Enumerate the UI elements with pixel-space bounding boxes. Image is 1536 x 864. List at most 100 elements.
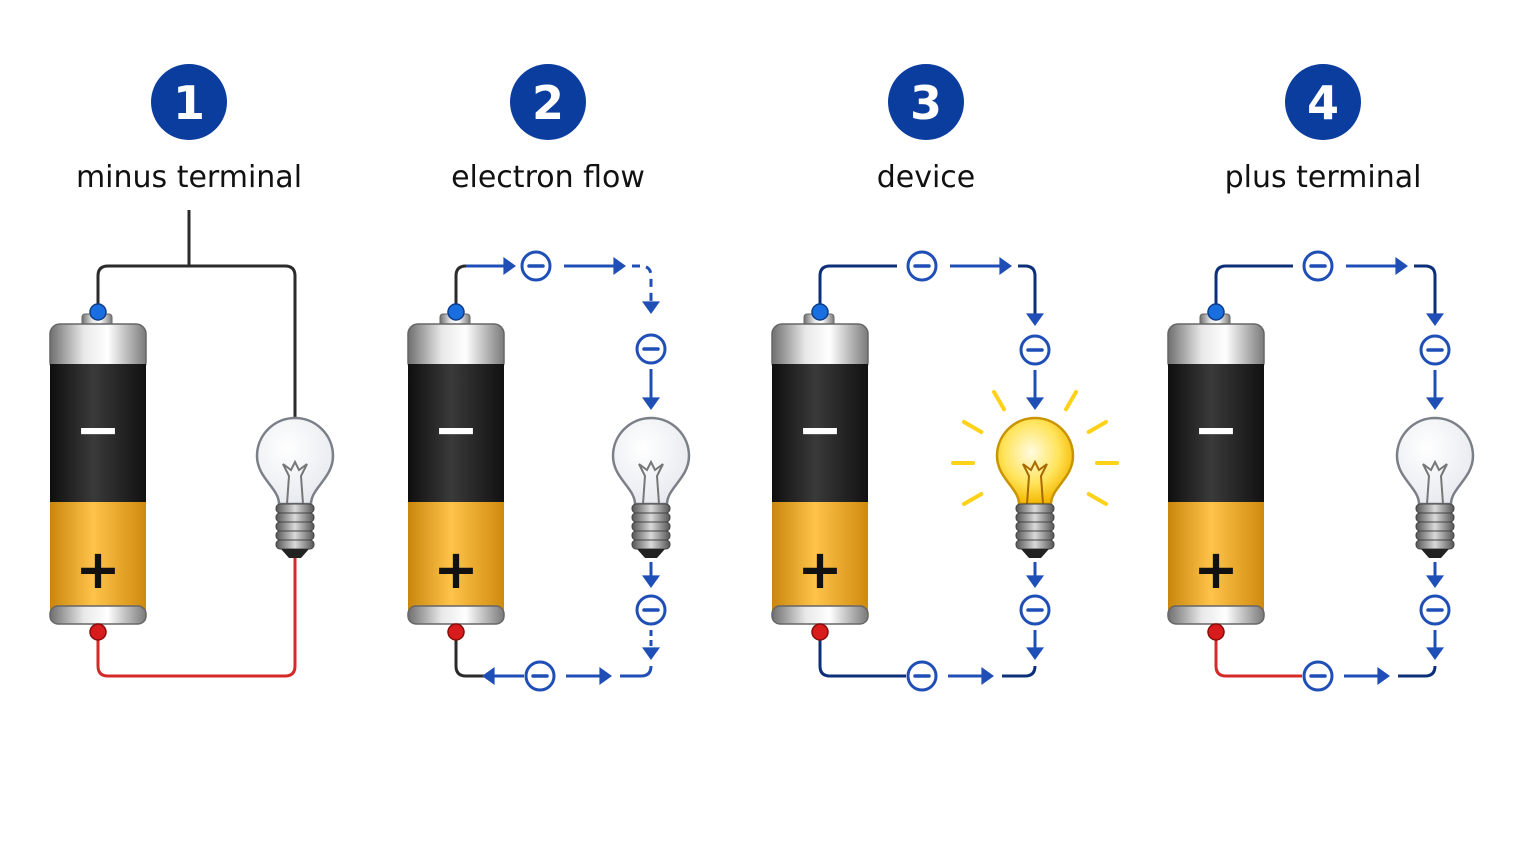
step-badge-circle xyxy=(151,64,227,140)
top-wire xyxy=(96,264,297,420)
light-ray xyxy=(1086,492,1109,506)
bottom-corner xyxy=(1002,665,1037,678)
step-label: minus terminal xyxy=(76,160,302,195)
step-label: device xyxy=(877,160,976,195)
bulb-screw-ring xyxy=(1415,503,1455,514)
minus-terminal-dot xyxy=(811,303,829,321)
arrow-head xyxy=(642,397,660,410)
bulb-screw-ring xyxy=(1415,539,1455,550)
battery-negative-section xyxy=(408,364,504,504)
bulb-filament xyxy=(1022,459,1048,505)
bulb-screw-ring xyxy=(1415,521,1455,532)
arrow-head xyxy=(999,257,1012,275)
battery-icon: −+ xyxy=(49,313,147,625)
battery-negative-section xyxy=(50,364,146,504)
arrow-head xyxy=(1426,575,1444,588)
battery-bottom-cap xyxy=(1167,605,1265,625)
step-badge: 3 xyxy=(888,64,964,140)
bulb-screw-ring xyxy=(631,503,671,514)
step-badge-circle xyxy=(888,64,964,140)
light-rays xyxy=(951,389,1119,506)
arrow-head xyxy=(642,575,660,588)
battery-icon: −+ xyxy=(407,313,505,625)
electron-icon xyxy=(1302,660,1334,692)
electron-icon xyxy=(1419,594,1451,626)
bottom-corner xyxy=(620,665,653,678)
battery-positive-section xyxy=(50,502,146,612)
bulb-screw-ring xyxy=(1015,521,1055,532)
electron-icon xyxy=(1302,250,1334,282)
bulb-screw-ring xyxy=(275,539,315,550)
bulb-icon xyxy=(1395,416,1475,558)
step-panel-2: 2 electron flow −+ xyxy=(407,64,691,692)
bottom-corner xyxy=(1398,665,1437,678)
electron-icon xyxy=(635,333,667,365)
bottom-wire xyxy=(96,556,297,678)
light-ray xyxy=(1086,420,1109,434)
arrow-head xyxy=(1026,397,1044,410)
bulb-screw-ring xyxy=(275,503,315,514)
bulb-screw-ring xyxy=(1015,512,1055,523)
bulb-tip xyxy=(281,549,309,558)
minus-sign: − xyxy=(797,398,842,461)
arrow-head xyxy=(1026,647,1044,660)
arrow-head xyxy=(503,257,516,275)
plus-sign: + xyxy=(1193,538,1238,601)
bulb-screw-ring xyxy=(275,530,315,541)
arrow-head xyxy=(599,667,612,685)
bulb-tip xyxy=(1021,549,1049,558)
step-panel-1: 1 minus terminal −+ xyxy=(49,64,335,678)
lit-bulb-icon xyxy=(951,389,1119,558)
battery-bottom-cap xyxy=(771,605,869,625)
minus-sign: − xyxy=(1193,398,1238,461)
step-label: electron flow xyxy=(451,160,645,195)
step-badge: 4 xyxy=(1285,64,1361,140)
arrow-head xyxy=(1395,257,1408,275)
bulb-screw-ring xyxy=(275,521,315,532)
bulb-screw-ring xyxy=(1415,512,1455,523)
arrow-head xyxy=(642,647,660,660)
battery-positive-section xyxy=(772,502,868,612)
arrow-head xyxy=(981,667,994,685)
arrow-head xyxy=(1426,397,1444,410)
corner-down xyxy=(1018,264,1037,318)
bulb-filament xyxy=(1422,459,1448,505)
electron-icon xyxy=(1019,594,1051,626)
minus-sign: − xyxy=(433,398,478,461)
step-number: 2 xyxy=(532,76,564,130)
bulb-screw-ring xyxy=(275,512,315,523)
step-panel-4: 4 plus terminal − + xyxy=(1167,64,1475,692)
battery-bottom-cap xyxy=(407,605,505,625)
battery-positive-section xyxy=(1168,502,1264,612)
bulb-screw-ring xyxy=(631,521,671,532)
battery-negative-section xyxy=(1168,364,1264,504)
step-number: 3 xyxy=(910,76,942,130)
electron-icon xyxy=(1019,334,1051,366)
top-wire-start xyxy=(454,264,503,308)
step-badge: 1 xyxy=(151,64,227,140)
arrow-head xyxy=(1426,313,1444,326)
minus-terminal-dot xyxy=(89,303,107,321)
step-badge: 2 xyxy=(510,64,586,140)
arrow-head xyxy=(642,301,660,314)
corner-down xyxy=(632,264,653,305)
step-badge-circle xyxy=(510,64,586,140)
bulb-screw-ring xyxy=(1015,530,1055,541)
plus-sign: + xyxy=(797,538,842,601)
plus-terminal-dot xyxy=(89,623,107,641)
electron-icon xyxy=(520,250,552,282)
step-label: plus terminal xyxy=(1225,160,1422,195)
step-number: 4 xyxy=(1307,76,1339,130)
plus-terminal-dot xyxy=(447,623,465,641)
minus-terminal-dot xyxy=(1207,303,1225,321)
arrow-head xyxy=(1377,667,1390,685)
bulb-screw-ring xyxy=(631,539,671,550)
arrow-head xyxy=(613,257,626,275)
electron-icon xyxy=(1419,334,1451,366)
bulb-screw-ring xyxy=(1015,539,1055,550)
arrow-head xyxy=(1426,647,1444,660)
step-badge-circle xyxy=(1285,64,1361,140)
battery-icon: −+ xyxy=(771,313,869,625)
